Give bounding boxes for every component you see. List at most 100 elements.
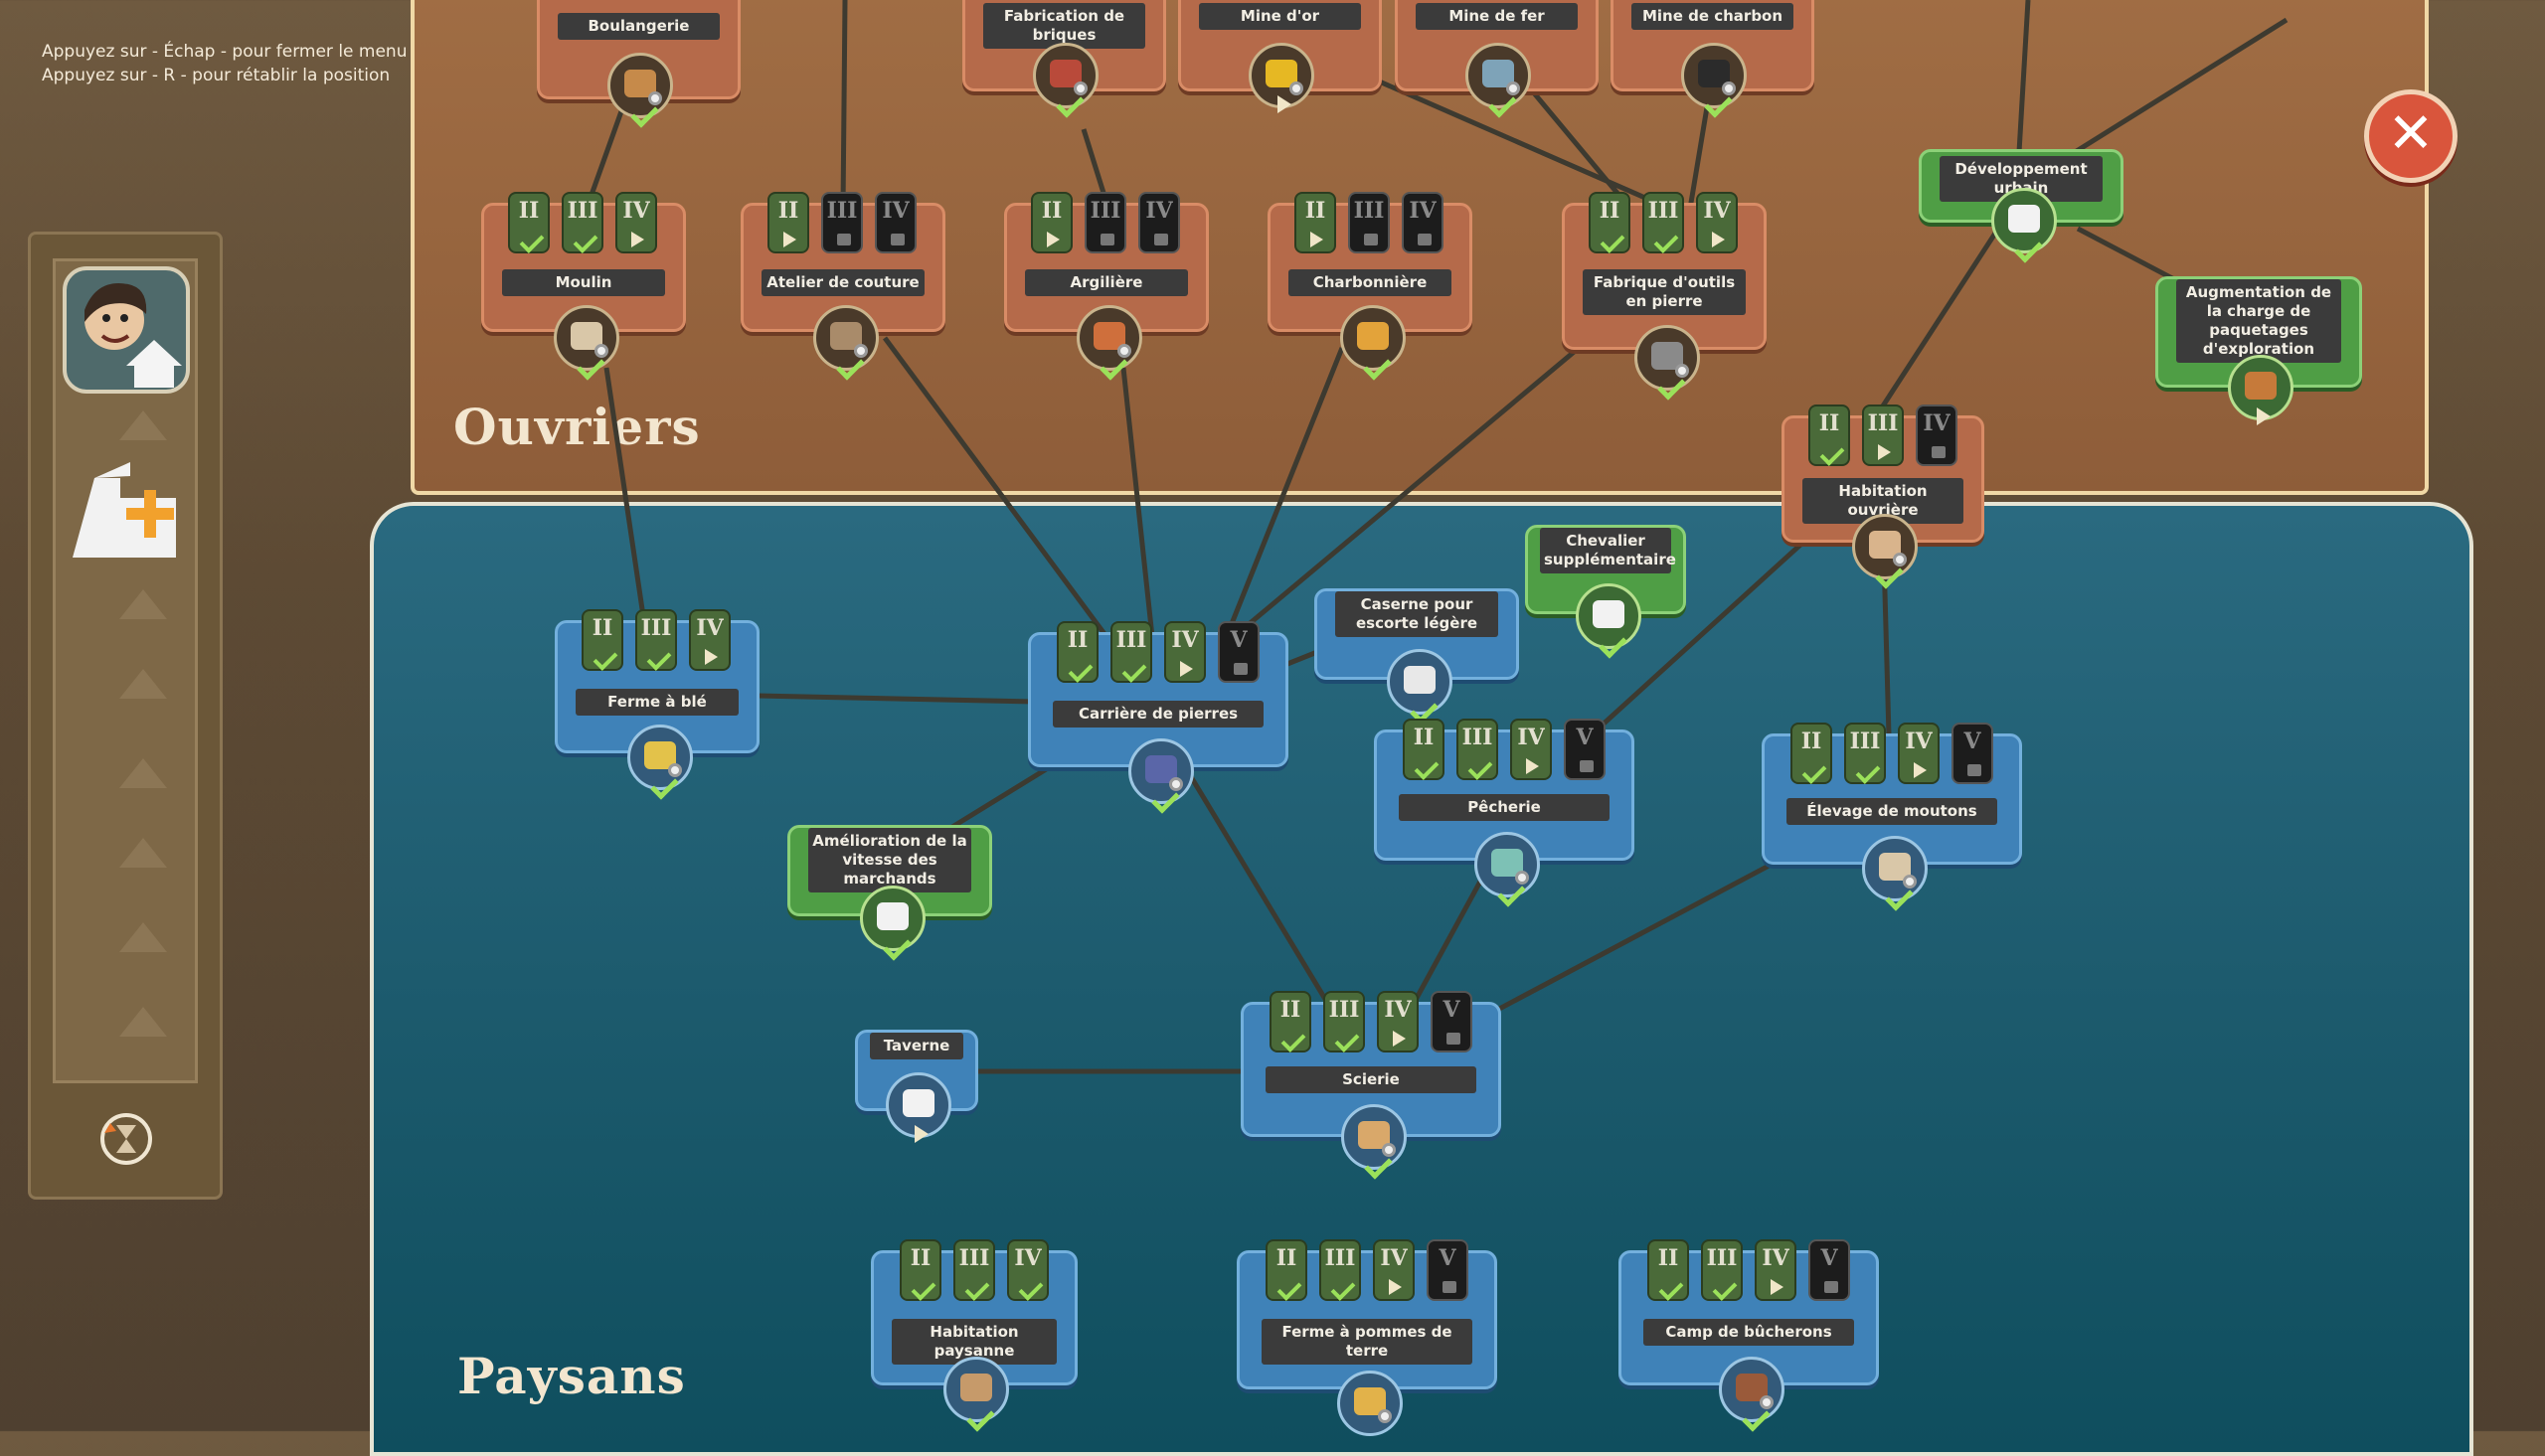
wool-icon[interactable]	[1862, 836, 1928, 911]
tier-3[interactable]: III	[1862, 404, 1904, 466]
coal-icon[interactable]	[1681, 43, 1747, 118]
building-plus-icon[interactable]	[1991, 188, 2057, 263]
node-ferme-a-ble[interactable]: II III IV Ferme à blé	[555, 609, 760, 800]
tier-4[interactable]: IV	[1138, 192, 1180, 253]
tier-4[interactable]: IV	[1696, 192, 1738, 253]
tier-4[interactable]: IV	[1916, 404, 1957, 466]
tier-4[interactable]: IV	[1898, 723, 1940, 784]
node-camp-de-bucherons[interactable]: II III IV V Camp de bûcherons	[1618, 1239, 1879, 1432]
peasant-house-icon[interactable]	[943, 1357, 1009, 1432]
tier-3[interactable]: III	[953, 1239, 995, 1301]
stone-icon[interactable]	[1128, 738, 1194, 814]
close-button[interactable]: ✕	[2364, 89, 2458, 183]
node-habitation-paysanne[interactable]: II III IV Habitation paysanne	[871, 1239, 1078, 1432]
mill-icon[interactable]	[554, 305, 619, 381]
node-mine-de-charbon[interactable]: Mine de charbon	[1611, 0, 1814, 118]
node-fabrique-d-outils[interactable]: II III IV Fabrique d'outils en pierre	[1562, 192, 1767, 401]
tier-4[interactable]: IV	[1755, 1239, 1796, 1301]
iron-icon[interactable]	[1465, 43, 1531, 118]
tier-2[interactable]: II	[582, 609, 623, 671]
barracks-icon[interactable]	[1387, 649, 1452, 725]
tier-2[interactable]: II	[1808, 404, 1850, 466]
node-ferme-a-pommes-de-terre[interactable]: II III IV V Ferme à pommes de terre	[1237, 1239, 1497, 1436]
tier-3[interactable]: III	[1456, 719, 1498, 780]
tier-2[interactable]: II	[508, 192, 550, 253]
node-scierie[interactable]: II III IV V Scierie	[1241, 991, 1501, 1180]
tier-4[interactable]: IV	[1373, 1239, 1415, 1301]
tier-5[interactable]: V	[1218, 621, 1260, 683]
worker-house-icon[interactable]	[1852, 514, 1918, 589]
tools-icon[interactable]	[1634, 325, 1700, 401]
node-elevage-de-moutons[interactable]: II III IV V Élevage de moutons	[1762, 723, 2022, 911]
tier-4[interactable]: IV	[1510, 719, 1552, 780]
tavern-icon[interactable]	[886, 1072, 951, 1143]
gold-icon[interactable]	[1249, 43, 1314, 113]
node-mine-d-or[interactable]: Mine d'or	[1178, 0, 1382, 113]
tier-4[interactable]: IV	[615, 192, 657, 253]
tier-3[interactable]: III	[1323, 991, 1365, 1052]
tier-2[interactable]: II	[1790, 723, 1832, 784]
portrait-home-icon[interactable]	[63, 266, 190, 394]
node-augmentation-charge[interactable]: Augmentation de la charge de paquetages …	[2155, 276, 2362, 425]
tier-2[interactable]: II	[900, 1239, 941, 1301]
tier-4[interactable]: IV	[875, 192, 917, 253]
log-icon[interactable]	[1719, 1357, 1784, 1432]
backpack-icon[interactable]	[2228, 355, 2293, 425]
tier-2[interactable]: II	[1589, 192, 1630, 253]
node-caserne-escorte[interactable]: Caserne pour escorte légère	[1314, 588, 1519, 725]
potato-icon[interactable]	[1337, 1371, 1403, 1436]
building-plus-icon[interactable]	[61, 438, 190, 567]
tier-3[interactable]: III	[1085, 192, 1126, 253]
tier-5[interactable]: V	[1564, 719, 1606, 780]
tier-2[interactable]: II	[1647, 1239, 1689, 1301]
node-mine-de-fer[interactable]: Mine de fer	[1395, 0, 1599, 118]
tier-2[interactable]: II	[1403, 719, 1444, 780]
node-moulin[interactable]: II III IV Moulin	[481, 192, 686, 381]
clay-icon[interactable]	[1077, 305, 1142, 381]
node-argiliere[interactable]: II III IV Argilière	[1004, 192, 1209, 381]
node-amelioration-marchands[interactable]: Amélioration de la vitesse des marchands	[787, 825, 992, 961]
knight-plus-icon[interactable]	[1576, 583, 1641, 659]
node-taverne[interactable]: Taverne	[855, 1030, 978, 1143]
tier-3[interactable]: III	[1348, 192, 1390, 253]
sewing-icon[interactable]	[813, 305, 879, 381]
node-boulangerie[interactable]: Boulangerie	[537, 0, 741, 128]
tier-2[interactable]: II	[1057, 621, 1099, 683]
tier-4[interactable]: IV	[1007, 1239, 1049, 1301]
brick-icon[interactable]	[1033, 43, 1099, 118]
tier-4[interactable]: IV	[689, 609, 731, 671]
tier-3[interactable]: III	[635, 609, 677, 671]
node-pecherie[interactable]: II III IV V Pêcherie	[1374, 719, 1634, 907]
tier-3[interactable]: III	[562, 192, 603, 253]
tier-4[interactable]: IV	[1164, 621, 1206, 683]
tier-3[interactable]: III	[1642, 192, 1684, 253]
node-developpement-urbain[interactable]: Développement urbain	[1919, 149, 2123, 263]
tier-2[interactable]: II	[767, 192, 809, 253]
node-atelier-de-couture[interactable]: II III IV Atelier de couture	[741, 192, 945, 381]
tier-2[interactable]: II	[1294, 192, 1336, 253]
hourglass-icon[interactable]	[96, 1109, 156, 1169]
tier-5[interactable]: V	[1951, 723, 1993, 784]
tier-3[interactable]: III	[1319, 1239, 1361, 1301]
tier-5[interactable]: V	[1431, 991, 1472, 1052]
node-fabrication-de-briques[interactable]: Fabrication de briques	[962, 0, 1166, 118]
tier-5[interactable]: V	[1808, 1239, 1850, 1301]
plank-icon[interactable]	[1341, 1104, 1407, 1180]
tier-3[interactable]: III	[821, 192, 863, 253]
cart-icon[interactable]	[860, 886, 926, 961]
tier-2[interactable]: II	[1266, 1239, 1307, 1301]
tier-3[interactable]: III	[1844, 723, 1886, 784]
wheat-icon[interactable]	[627, 725, 693, 800]
fish-icon[interactable]	[1474, 832, 1540, 907]
node-habitation-ouvriere[interactable]: II III IV Habitation ouvrière	[1782, 404, 1984, 589]
tier-3[interactable]: III	[1701, 1239, 1743, 1301]
tier-2[interactable]: II	[1031, 192, 1073, 253]
tier-4[interactable]: IV	[1402, 192, 1443, 253]
node-carriere-de-pierres[interactable]: II III IV V Carrière de pierres	[1028, 621, 1288, 814]
bread-icon[interactable]	[607, 53, 673, 128]
tier-2[interactable]: II	[1270, 991, 1311, 1052]
tier-4[interactable]: IV	[1377, 991, 1419, 1052]
node-chevalier-supplementaire[interactable]: Chevalier supplémentaire	[1525, 525, 1686, 659]
node-charbonniere[interactable]: II III IV Charbonnière	[1268, 192, 1472, 381]
tier-5[interactable]: V	[1427, 1239, 1468, 1301]
